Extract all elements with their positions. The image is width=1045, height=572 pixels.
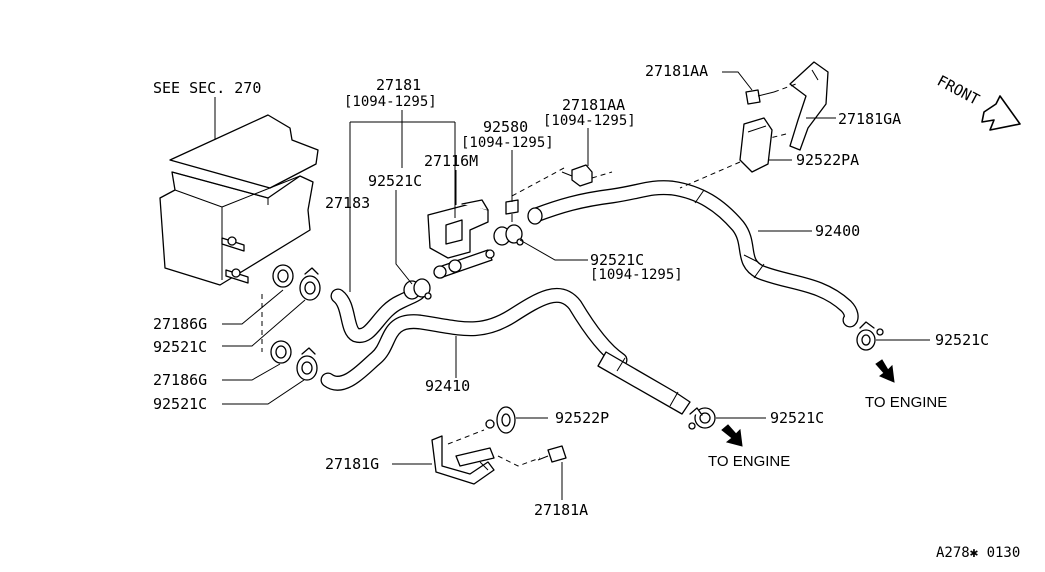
label-to-engine-lower: TO ENGINE (708, 453, 790, 470)
label-92580: 92580 (483, 118, 528, 136)
clamp-valve-left (403, 278, 432, 300)
label-92521C-d: 92521C (153, 338, 207, 356)
clamp-valve-right (493, 224, 524, 246)
clamp-lower-right (688, 407, 716, 430)
label-27181AA-range: [1094-1295] (543, 113, 636, 129)
bolt-27181AA-top (745, 89, 775, 105)
hose-92400 (527, 180, 859, 328)
leader-lines (214, 71, 930, 500)
label-27181G: 27181G (325, 455, 379, 473)
label-92521C-a: 92521C (368, 172, 422, 190)
bracket-27181G (431, 435, 495, 485)
label-27181GA: 27181GA (838, 110, 901, 128)
heater-unit (159, 114, 319, 286)
label-see-sec: SEE SEC. 270 (153, 79, 261, 97)
arrow-to-engine-upper (875, 359, 895, 383)
bolt-27181AA-middle (561, 164, 593, 187)
label-front: FRONT (934, 72, 982, 109)
bolt-92580 (505, 199, 519, 222)
grommet-lower (270, 340, 292, 364)
water-valve-assembly (427, 199, 495, 279)
bracket-27181GA (789, 61, 829, 151)
arrow-to-engine-lower (721, 424, 743, 447)
label-27183: 27183 (325, 194, 370, 212)
label-to-engine-upper: TO ENGINE (865, 394, 947, 411)
label-27186G-b: 27186G (153, 371, 207, 389)
label-92522P: 92522P (555, 409, 609, 427)
label-92410: 92410 (425, 377, 470, 395)
hose-92410 (320, 287, 691, 415)
label-27181A: 27181A (534, 501, 588, 519)
label-92400: 92400 (815, 222, 860, 240)
label-92521C-e: 92521C (153, 395, 207, 413)
clip-92522P (485, 406, 516, 434)
label-92521C-f: 92521C (770, 409, 824, 427)
label-92522PA: 92522PA (796, 151, 859, 169)
label-27181-range: [1094-1295] (344, 94, 437, 110)
label-27181AA-top: 27181AA (645, 62, 708, 80)
clamp-upper-left (299, 267, 321, 301)
label-27181: 27181 (376, 76, 421, 94)
bolt-27181A (537, 445, 567, 463)
diagram-code: A278✱ 0130 (936, 545, 1020, 561)
label-27181AA: 27181AA (562, 96, 625, 114)
grommet-upper (272, 264, 294, 288)
label-92521C-c: 92521C (935, 331, 989, 349)
label-92521C-b-range: [1094-1295] (590, 267, 683, 283)
label-92521C-b: 92521C (590, 251, 644, 269)
label-92580-range: [1094-1295] (461, 135, 554, 151)
front-arrow-icon (981, 95, 1021, 131)
clamp-lower-left (296, 347, 318, 381)
clamp-upper-right (856, 321, 884, 351)
clip-92522PA (739, 117, 773, 173)
label-27186G-a: 27186G (153, 315, 207, 333)
label-27116M: 27116M (424, 152, 478, 170)
